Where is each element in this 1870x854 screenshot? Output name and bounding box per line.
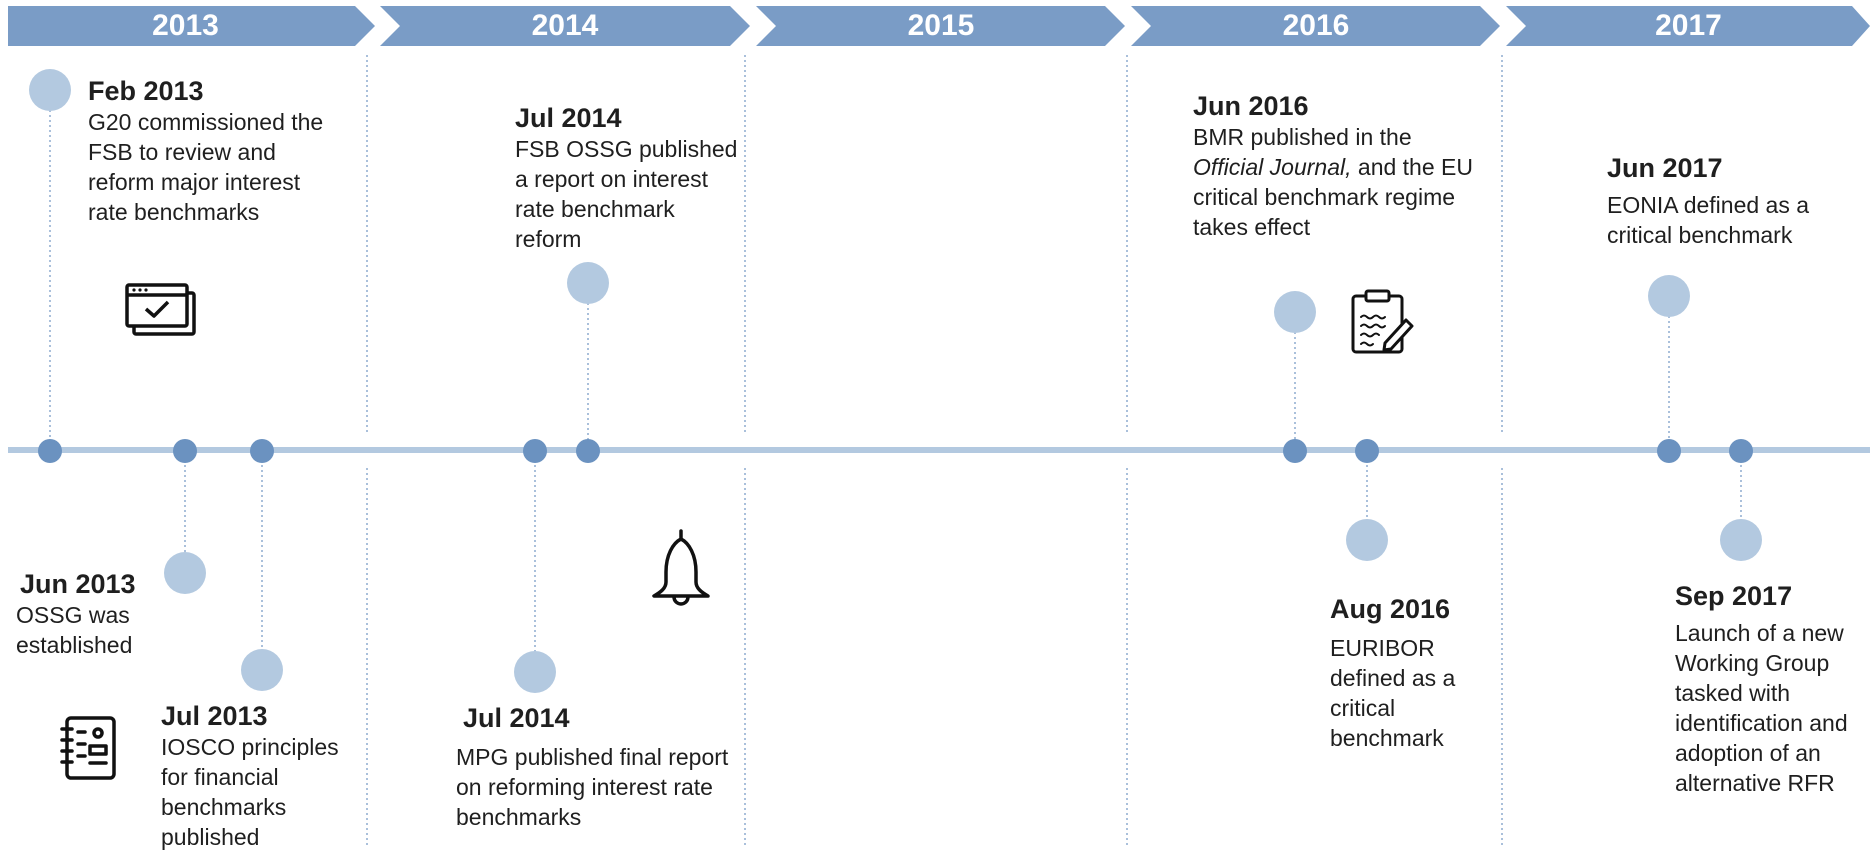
event-bubble — [1648, 275, 1690, 317]
axis-dot — [250, 439, 274, 463]
year-banners — [8, 6, 1870, 46]
event-text-italic: Official Journal, — [1193, 154, 1352, 180]
year-banner-2013 — [8, 6, 375, 46]
event-bubble — [514, 651, 556, 693]
event-jun-2013: Jun 2013 OSSG was established — [16, 568, 186, 660]
event-jul-2013: Jul 2013 IOSCO principles for financial … — [161, 700, 366, 852]
event-date: Aug 2016 — [1330, 594, 1451, 624]
event-date: Jul 2013 — [161, 701, 268, 731]
event-text: EURIBOR defined as a critical benchmark — [1330, 635, 1456, 751]
year-label-2015: 2015 — [907, 9, 975, 42]
event-bubble — [29, 69, 71, 111]
year-label-2013: 2013 — [152, 9, 219, 42]
event-text-pre: BMR published in the — [1193, 124, 1412, 150]
axis-dot — [576, 439, 600, 463]
event-date: Sep 2017 — [1675, 581, 1793, 611]
browser-checkmark-icon — [125, 283, 196, 336]
event-bubble — [1346, 519, 1388, 561]
event-text: BMR published in the Official Journal, a… — [1193, 122, 1483, 242]
event-bubble — [1720, 519, 1762, 561]
event-text: EONIA defined as a critical benchmark — [1607, 192, 1810, 248]
year-dividers — [366, 55, 1503, 848]
event-aug-2016: Aug 2016 EURIBOR defined as a critical b… — [1330, 593, 1490, 753]
axis-dot — [173, 439, 197, 463]
event-bubble — [241, 649, 283, 691]
event-date: Feb 2013 — [88, 76, 204, 106]
year-label-2016: 2016 — [1282, 9, 1350, 42]
event-bubbles — [29, 69, 1762, 693]
axis-dot — [1355, 439, 1379, 463]
event-jun-2017: Jun 2017 EONIA defined as a critical ben… — [1607, 152, 1847, 250]
document-list-icon — [60, 716, 116, 780]
event-bubble — [164, 552, 206, 594]
event-text: OSSG was established — [16, 602, 133, 658]
event-text: FSB OSSG published a report on interest … — [515, 136, 738, 252]
event-date: Jul 2014 — [463, 703, 570, 733]
year-banner-2015 — [756, 6, 1125, 46]
year-banner-2014 — [380, 6, 750, 46]
year-banner-2017 — [1506, 6, 1870, 46]
event-jul-2014-ossg: Jul 2014 FSB OSSG published a report on … — [515, 102, 745, 254]
event-feb-2013: Feb 2013 G20 commissioned the FSB to rev… — [88, 75, 328, 227]
year-label-2017: 2017 — [1655, 9, 1722, 42]
axis-dot — [38, 439, 62, 463]
axis-dot — [1657, 439, 1681, 463]
event-text-post: and the EU critical benchmark regime tak… — [1193, 154, 1473, 240]
event-date: Jul 2014 — [515, 103, 622, 133]
axis-dot — [1729, 439, 1753, 463]
event-text: IOSCO principles for financial benchmark… — [161, 734, 339, 850]
event-text: Launch of a new Working Group tasked wit… — [1675, 620, 1848, 796]
year-banner-2016 — [1131, 6, 1500, 46]
event-jul-2014-mpg: Jul 2014 MPG published final report on r… — [456, 702, 746, 832]
clipboard-pen-icon — [1351, 289, 1414, 354]
event-text: MPG published final report on reforming … — [456, 744, 729, 830]
axis-dot — [1283, 439, 1307, 463]
event-bubble — [1274, 291, 1316, 333]
year-label-2014: 2014 — [531, 9, 599, 42]
bell-icon — [652, 529, 710, 606]
event-date: Jun 2017 — [1607, 153, 1723, 183]
event-date: Jun 2013 — [20, 569, 136, 599]
event-bubble — [567, 262, 609, 304]
event-text: G20 commissioned the FSB to review and r… — [88, 109, 324, 225]
event-jun-2016: Jun 2016 BMR published in the Official J… — [1193, 90, 1483, 242]
event-date: Jun 2016 — [1193, 91, 1309, 121]
event-sep-2017: Sep 2017 Launch of a new Working Group t… — [1675, 580, 1870, 798]
axis-dots — [38, 439, 1753, 463]
axis-dot — [523, 439, 547, 463]
